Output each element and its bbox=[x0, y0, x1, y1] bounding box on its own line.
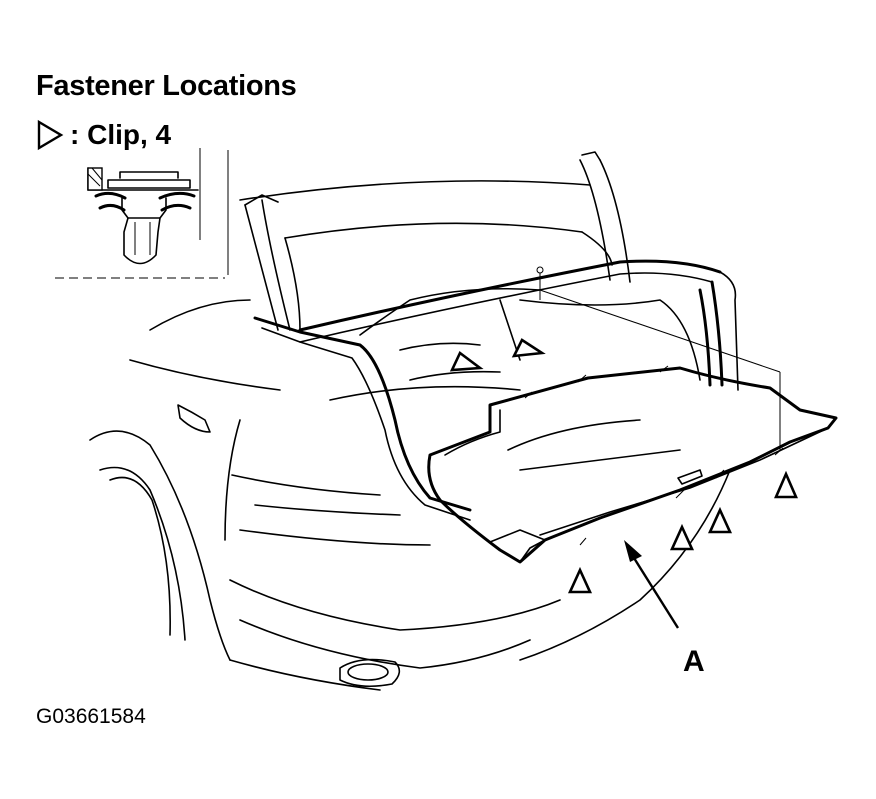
clip-marker bbox=[669, 523, 695, 551]
trunk-lining-panel bbox=[427, 365, 838, 564]
clip-markers bbox=[449, 338, 798, 594]
triangle-outline-icon bbox=[37, 119, 64, 151]
clip-marker bbox=[511, 338, 546, 358]
clip-marker bbox=[774, 470, 798, 499]
diagram-title: Fastener Locations bbox=[36, 70, 297, 102]
figure-code: G03661584 bbox=[36, 705, 146, 728]
callout-arrow bbox=[624, 540, 680, 629]
car-body bbox=[89, 151, 739, 691]
clip-marker bbox=[707, 506, 733, 534]
clip-marker bbox=[567, 566, 593, 594]
clip-marker bbox=[449, 351, 484, 372]
clip-detail-inset bbox=[55, 148, 229, 279]
leader-lines bbox=[536, 266, 781, 450]
legend-text: : Clip, 4 bbox=[70, 119, 172, 150]
callout-label-a: A bbox=[683, 645, 705, 678]
legend: : Clip, 4 bbox=[36, 118, 171, 152]
